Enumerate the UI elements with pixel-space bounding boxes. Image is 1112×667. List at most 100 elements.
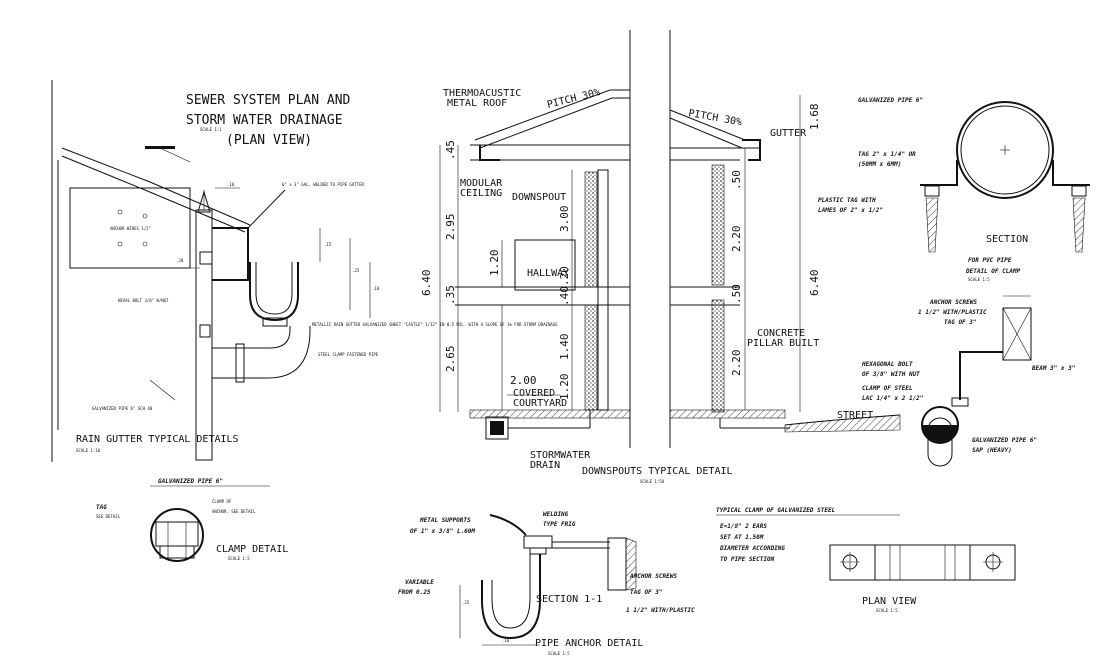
label-modular: MODULAR bbox=[460, 178, 503, 189]
u-channel-gutter bbox=[249, 262, 299, 322]
rain-gutter-title-3: (PLAN VIEW) bbox=[226, 133, 312, 148]
clamp-tag-sub: SEE DETAIL bbox=[96, 514, 121, 519]
pillar-lower bbox=[711, 299, 725, 413]
anchor-metal-2: OF 1" x 3/8" L.60M bbox=[410, 528, 475, 535]
anchor-screws-2: TAG OF 3" bbox=[630, 589, 663, 596]
clamp-detail-caption: CLAMP DETAIL bbox=[216, 544, 288, 555]
note-anchor-wires: ANCHOR WIRES 1/2" bbox=[110, 226, 151, 231]
plan-view-title: TYPICAL CLAMP OF GALVANIZED STEEL bbox=[716, 507, 836, 514]
note-galv-pipe: GALVANIZED PIPE 6" SCH 40 bbox=[92, 406, 153, 411]
dim-3.00: 3.00 bbox=[558, 206, 571, 233]
dim-d: .20 bbox=[176, 258, 184, 263]
label-stormwater: STORMWATER bbox=[530, 450, 591, 461]
beam-anchor-3: TAG OF 3" bbox=[944, 319, 977, 326]
pvc-detail-clamp: DETAIL OF CLAMP bbox=[965, 268, 1021, 275]
plan-note-3: DIAMETER ACCORDING bbox=[719, 545, 785, 552]
roof-right bbox=[669, 109, 746, 141]
anchor-dim-bottom: .18 bbox=[502, 638, 510, 643]
note-top: 6" x 3" GAL. WELDED TO PIPE GUTTER bbox=[282, 182, 364, 187]
pvc-tag-1b: (50MM x 6MM) bbox=[858, 161, 901, 168]
dim-c: .10 bbox=[372, 286, 380, 291]
pvc-section-label: SECTION bbox=[986, 234, 1028, 245]
label-pitch-left: PITCH 30% bbox=[546, 87, 601, 111]
anchor-welding-2: TYPE FRIG bbox=[543, 521, 576, 528]
downspout-lower bbox=[584, 304, 598, 411]
label-concrete: CONCRETE bbox=[757, 328, 805, 339]
gutter-right bbox=[742, 139, 761, 161]
clamp-tag-label: TAG bbox=[96, 504, 107, 511]
clamp-detail-scale: SCALE 1:5 bbox=[228, 556, 250, 561]
rain-gutter-detail: SEWER SYSTEM PLAN AND STORM WATER DRAINA… bbox=[51, 80, 558, 462]
beam-hex-1: HEXAGONAL BOLT bbox=[861, 361, 913, 368]
label-hallway: HALLWAY bbox=[527, 268, 569, 279]
pvc-scale: SCALE 1:5 bbox=[968, 277, 990, 282]
dim-6.40-right: 6.40 bbox=[808, 270, 821, 297]
pipe-anchor-scale: SCALE 1:5 bbox=[548, 651, 570, 656]
beam-clamp-2: LAC 1/4" x 2 1/2" bbox=[862, 395, 923, 402]
label-thermoacustic: THERMOACUSTIC bbox=[443, 88, 521, 99]
label-metal-roof: METAL ROOF bbox=[447, 98, 507, 109]
anchor-screw-right bbox=[1072, 197, 1086, 253]
rain-gutter-title-scale: SCALE 1:1 bbox=[200, 127, 222, 132]
roof-slope-line-2 bbox=[61, 155, 246, 233]
label-ceiling: CEILING bbox=[460, 188, 502, 199]
dim-1.40: 1.40 bbox=[558, 334, 571, 361]
roof-slope-line bbox=[61, 147, 251, 226]
pillar-upper bbox=[711, 164, 725, 286]
anchor-dim-side: .25 bbox=[462, 600, 470, 605]
dim-.50-b: .50 bbox=[730, 284, 743, 304]
pipe-cap bbox=[523, 535, 553, 549]
anchor-screw-left bbox=[925, 197, 939, 253]
label-street: STREET bbox=[837, 410, 873, 421]
roof-left bbox=[474, 89, 630, 141]
dim-2.20-a: 2.20 bbox=[730, 226, 743, 253]
dim-6.40-left: 6.40 bbox=[420, 270, 433, 297]
anchor-welding-1: WELDING bbox=[543, 511, 569, 518]
clamp-of-label: CLAMP OF bbox=[212, 499, 232, 504]
pvc-clamp-section: GALVANIZED PIPE 6" TAG 2" x 1/4" OR (50M… bbox=[818, 97, 1090, 282]
roof-marker bbox=[145, 146, 175, 149]
anchor-section-label: SECTION 1-1 bbox=[536, 594, 602, 605]
beam-galv-1: GALVANIZED PIPE 6" bbox=[972, 437, 1037, 444]
beam-size: BEAM 3" x 3" bbox=[1031, 365, 1075, 372]
dim-a: .15 bbox=[324, 242, 332, 247]
dim-1.20-a: 1.20 bbox=[488, 250, 501, 277]
pvc-for-pipe: FOR PVC PIPE bbox=[968, 257, 1012, 264]
ground-left bbox=[469, 409, 631, 419]
label-courtyard: COURTYARD bbox=[513, 398, 567, 409]
label-covered: COVERED bbox=[513, 388, 555, 399]
plan-clamp-strap bbox=[829, 544, 1016, 581]
dim-1.20-b: 1.20 bbox=[558, 374, 571, 401]
dim-2.95: 2.95 bbox=[444, 214, 457, 241]
label-pillar-built: PILLAR BUILT bbox=[747, 338, 819, 349]
dim-top: .10 bbox=[227, 182, 235, 187]
clamp-pipe-circle bbox=[150, 508, 204, 562]
dim-.40: .40 bbox=[558, 286, 571, 306]
pvc-tag-2: PLASTIC TAG WITH bbox=[818, 197, 876, 204]
downspouts-scale: SCALE 1:50 bbox=[640, 479, 665, 484]
label-gutter: GUTTER bbox=[770, 128, 807, 139]
note-hex-bolt: HEXAL BOLT 3/8" W/NUT bbox=[118, 298, 169, 303]
gutter-box bbox=[212, 227, 249, 281]
beam-section bbox=[1002, 307, 1032, 361]
anchor-screws-1: ANCHOR SCREWS bbox=[629, 573, 677, 580]
plan-note-2: SET AT 1.50M bbox=[720, 534, 764, 541]
beam-galv-2: SAP (HEAVY) bbox=[972, 447, 1012, 454]
rain-gutter-scale: SCALE 1:10 bbox=[76, 448, 101, 453]
anchor-variable-1: VARIABLE bbox=[405, 579, 434, 586]
anchor-metal-1: METAL SUPPORTS bbox=[419, 517, 471, 524]
pvc-tag-2b: LAMES OF 2" x 1/2" bbox=[818, 207, 883, 214]
dim-.20: .20 bbox=[558, 266, 571, 286]
anchor-variable-2: FROM 0.25 bbox=[398, 589, 431, 596]
dim-1.68: 1.68 bbox=[808, 104, 821, 131]
dim-.35: .35 bbox=[444, 285, 457, 305]
plan-view-caption: PLAN VIEW bbox=[862, 596, 917, 607]
plan-view-detail: TYPICAL CLAMP OF GALVANIZED STEEL E=1/8"… bbox=[716, 507, 1016, 613]
label-downspout: DOWNSPOUT bbox=[512, 192, 566, 203]
pipe-anchor-u bbox=[481, 554, 541, 640]
pipe-anchor-caption: PIPE ANCHOR DETAIL bbox=[535, 638, 643, 649]
beam-anchor-1: ANCHOR SCREWS bbox=[929, 299, 977, 306]
anchor-screws-3: 1 1/2" WITH/PLASTIC bbox=[626, 607, 695, 614]
pvc-pipe-circle bbox=[956, 101, 1054, 199]
